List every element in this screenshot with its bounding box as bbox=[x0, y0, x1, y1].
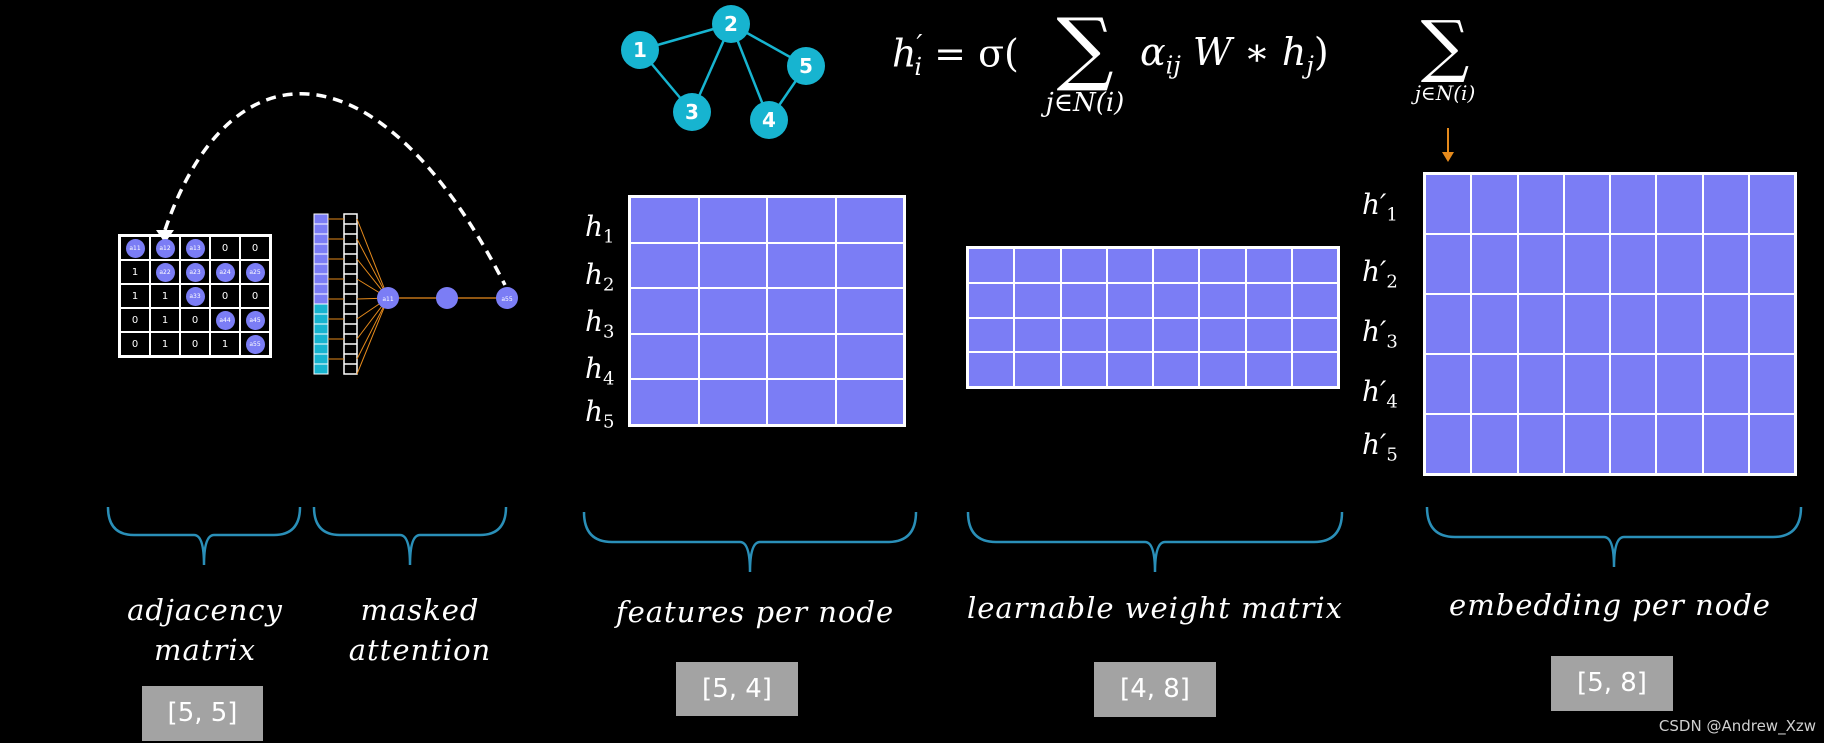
adj-cell: a22 bbox=[150, 260, 180, 284]
adj-cell: 1 bbox=[120, 284, 150, 308]
adj-cell: 0 bbox=[240, 236, 270, 260]
adj-cell: a45 bbox=[240, 308, 270, 332]
brace-masked bbox=[312, 506, 508, 566]
example-graph: 1 2 3 4 5 bbox=[621, 5, 825, 139]
graph-node-label: 4 bbox=[762, 108, 776, 132]
adj-cell: a23 bbox=[180, 260, 210, 284]
feature-label-h5: h5 bbox=[585, 395, 615, 433]
embedding-label-h4: h′4 bbox=[1362, 375, 1398, 413]
caption-adjacency: adjacency matrix bbox=[127, 593, 283, 667]
adj-cell: a11 bbox=[120, 236, 150, 260]
adj-cell: 1 bbox=[150, 308, 180, 332]
adj-cell: a24 bbox=[210, 260, 240, 284]
adj-cell: 1 bbox=[210, 332, 240, 356]
adj-cell: 0 bbox=[180, 332, 210, 356]
gat-formula: h′i = σ( bbox=[892, 30, 1019, 82]
adj-cell: a33 bbox=[180, 284, 210, 308]
attention-node bbox=[496, 287, 518, 309]
embedding-label-h3: h′3 bbox=[1362, 315, 1398, 353]
graph-node bbox=[673, 93, 711, 131]
feature-label-h1: h1 bbox=[585, 210, 615, 248]
adj-cell: 0 bbox=[210, 284, 240, 308]
adj-cell: 0 bbox=[120, 332, 150, 356]
adj-cell: 1 bbox=[120, 260, 150, 284]
embedding-label-h2: h′2 bbox=[1362, 255, 1398, 293]
brace-embedding bbox=[1425, 506, 1803, 568]
graph-node-label: 5 bbox=[799, 54, 813, 78]
adjacency-matrix: a11 a12 a13 0 0 1 a22 a23 a24 a25 1 1 a3… bbox=[118, 234, 272, 358]
adj-cell: 0 bbox=[180, 308, 210, 332]
attention-vector-left bbox=[313, 213, 329, 375]
feature-label-h4: h4 bbox=[585, 352, 615, 390]
adj-cell: a55 bbox=[240, 332, 270, 356]
adj-cell: a44 bbox=[210, 308, 240, 332]
graph-node-label: 2 bbox=[724, 12, 738, 36]
features-matrix bbox=[628, 195, 906, 427]
graph-node bbox=[787, 47, 825, 85]
graph-node-label: 3 bbox=[685, 100, 699, 124]
watermark: CSDN @Andrew_Xzw bbox=[1658, 717, 1816, 735]
caption-features: features per node bbox=[615, 595, 895, 629]
brace-features bbox=[582, 511, 918, 573]
brace-weights bbox=[966, 511, 1344, 573]
adj-cell: 0 bbox=[210, 236, 240, 260]
embedding-label-h5: h′5 bbox=[1362, 428, 1398, 466]
caption-masked-attention: masked attention bbox=[348, 593, 492, 667]
attention-node bbox=[436, 287, 458, 309]
embedding-label-h1: h′1 bbox=[1362, 188, 1398, 226]
brace-adjacency bbox=[106, 506, 302, 566]
graph-node bbox=[750, 101, 788, 139]
adj-cell: 1 bbox=[150, 284, 180, 308]
attention-node-label: a11 bbox=[382, 296, 393, 303]
shape-features: [5, 4] bbox=[676, 662, 798, 716]
adj-cell: a25 bbox=[240, 260, 270, 284]
attention-node bbox=[377, 287, 399, 309]
attention-vector-right bbox=[343, 213, 358, 375]
feature-label-h2: h2 bbox=[585, 258, 615, 296]
shape-embedding: [5, 8] bbox=[1551, 656, 1673, 711]
adj-cell: 1 bbox=[150, 332, 180, 356]
adj-cell: 0 bbox=[120, 308, 150, 332]
graph-node bbox=[621, 31, 659, 69]
adj-cell: a13 bbox=[180, 236, 210, 260]
caption-weights: learnable weight matrix bbox=[966, 591, 1344, 625]
down-arrow-icon bbox=[1442, 128, 1454, 162]
embedding-matrix bbox=[1423, 172, 1797, 476]
caption-embedding: embedding per node bbox=[1449, 588, 1771, 622]
adj-cell: a12 bbox=[150, 236, 180, 260]
weight-matrix bbox=[966, 246, 1340, 389]
formula-sum-standalone: ∑ j∈N(i) bbox=[1414, 7, 1476, 105]
feature-label-h3: h3 bbox=[585, 305, 615, 343]
masked-attention-diagram: a11 a55 bbox=[313, 213, 518, 375]
attention-node-label: a55 bbox=[501, 296, 512, 303]
shape-weights: [4, 8] bbox=[1094, 662, 1216, 717]
formula-sum: ∑ j∈N(i) bbox=[1045, 1, 1125, 118]
graph-node-label: 1 bbox=[633, 38, 647, 62]
shape-adjacency: [5, 5] bbox=[142, 686, 263, 741]
adj-cell: 0 bbox=[240, 284, 270, 308]
formula-term: αij W ∗ hj) bbox=[1140, 30, 1329, 80]
graph-node bbox=[712, 5, 750, 43]
